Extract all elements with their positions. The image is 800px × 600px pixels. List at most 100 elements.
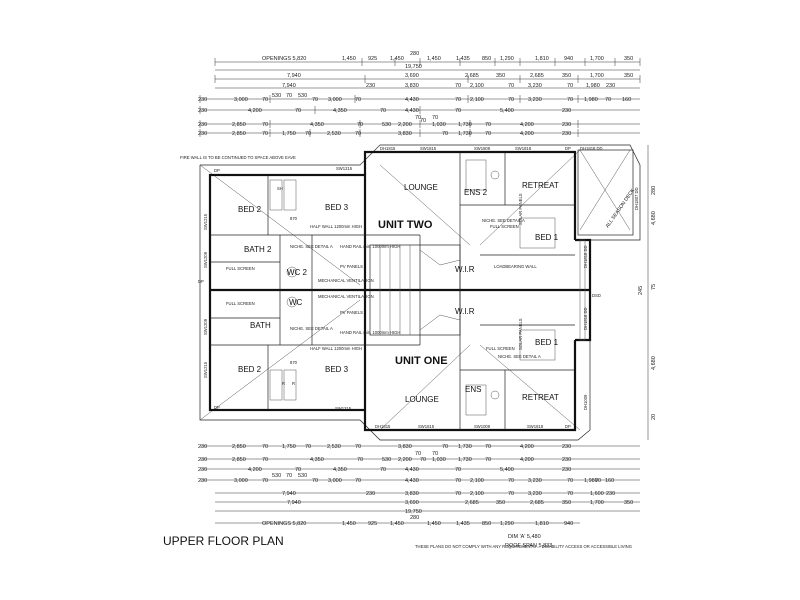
- dim-text: 2,685: [465, 500, 479, 506]
- dim-text: 70: [567, 97, 573, 103]
- dim-text: 70: [605, 97, 611, 103]
- window-tag: DH1009: [583, 394, 588, 410]
- dim-text: 70: [305, 131, 311, 137]
- dim-text: 1,730: [458, 457, 472, 463]
- dp-tag: DP: [214, 405, 220, 410]
- dim-text: 1,700: [590, 500, 604, 506]
- solar-note: SOLAR PANELS: [518, 318, 523, 350]
- label-ens: ENS: [465, 385, 481, 394]
- dim-text: 230: [198, 131, 207, 137]
- dim-text: 3,830: [405, 491, 419, 497]
- dim-text: 70: [455, 83, 461, 89]
- title-block: UPPER FLOOR PLAN DIM 'A' 5,480 ROOF SPAN…: [163, 534, 632, 549]
- dim-text: 70: [508, 491, 514, 497]
- dim-text: 2,685: [465, 73, 479, 79]
- dim-text: 3,830: [405, 83, 419, 89]
- dim-text: 4,350: [333, 108, 347, 114]
- dim-text: 2,850: [232, 131, 246, 137]
- label-bed3-top: BED 3: [325, 203, 349, 212]
- dim-text: 70: [432, 451, 438, 457]
- dim-text: 280: [410, 515, 419, 521]
- dim-text: 70: [355, 444, 361, 450]
- fixtures: [269, 159, 586, 416]
- room-labels: UNIT TWO UNIT ONE LOUNGE LOUNGE ENS 2 EN…: [238, 181, 637, 404]
- dim-text: 230: [198, 444, 207, 450]
- dim-text: 2,100: [470, 97, 484, 103]
- dim-text: 1,030: [432, 122, 446, 128]
- dim-text: 230: [366, 491, 375, 497]
- num-870: 870: [290, 216, 298, 221]
- dim-text: 1,810: [535, 521, 549, 527]
- dim-text: 70: [262, 97, 268, 103]
- label-wir-bottom: W.I.R: [455, 307, 475, 316]
- dim-text: 3,000: [328, 97, 342, 103]
- dim-text: 230: [562, 108, 571, 114]
- dim-text: 1,750: [282, 444, 296, 450]
- dim-text: 4,430: [405, 478, 419, 484]
- dim-text: 70: [286, 93, 292, 99]
- window-tag: DH1818 DD: [583, 245, 588, 268]
- dim-text: 1,450: [390, 56, 404, 62]
- dim-text: 70: [262, 122, 268, 128]
- dim-text: 350: [562, 73, 571, 79]
- dim-text: 1,450: [390, 521, 404, 527]
- dim-text: 70: [295, 467, 301, 473]
- window-tag: SW1215: [203, 361, 208, 378]
- hand-rail-note: HAND RAIL min. 1000mm HIGH: [340, 330, 400, 335]
- window-tag: SW1818: [527, 424, 544, 429]
- dim-text: 3,690: [405, 500, 419, 506]
- dim-text: 280: [410, 51, 419, 57]
- dim-text: 230: [198, 467, 207, 473]
- dim-text: 70: [442, 444, 448, 450]
- dim-text: 2,530: [327, 131, 341, 137]
- dim-text: 3,830: [398, 444, 412, 450]
- niche-note: NICHE. SEE DETAIL A: [290, 244, 333, 249]
- dp-tag: DP: [198, 279, 204, 284]
- dim-text: 2,100: [470, 491, 484, 497]
- dim-text: 245: [638, 286, 644, 295]
- dim-text: 1,450: [427, 56, 441, 62]
- label-unit-two: UNIT TWO: [378, 219, 433, 231]
- window-tag: SW1209: [203, 251, 208, 268]
- dim-text: 1,290: [500, 521, 514, 527]
- dim-text: 2,100: [470, 83, 484, 89]
- dim-text: 70: [305, 444, 311, 450]
- dim-text: 1,730: [458, 122, 472, 128]
- compliance-note: THESE PLANS DO NOT COMPLY WITH ANY REQUI…: [415, 544, 632, 549]
- dim-text: 70: [508, 97, 514, 103]
- dim-text: 70: [295, 108, 301, 114]
- dim-text: 70: [485, 444, 491, 450]
- dim-text: 160: [622, 97, 631, 103]
- dim-text: 70: [455, 478, 461, 484]
- dim-text: 230: [198, 478, 207, 484]
- dim-text: 1,600: [590, 491, 604, 497]
- window-tag: SW1815: [420, 146, 437, 151]
- dim-text: 70: [415, 451, 421, 457]
- dim-text: 4,200: [248, 108, 262, 114]
- dim-text: 2,200: [398, 122, 412, 128]
- dim-text: 2,685: [530, 500, 544, 506]
- dim-text: 940: [564, 56, 573, 62]
- pv-panels-note: PV PANELS: [340, 264, 363, 269]
- dim-text: 1,980: [586, 83, 600, 89]
- solar-note: SOLAR PANELS: [518, 193, 523, 225]
- dim-text: 230: [562, 122, 571, 128]
- label-retreat-bottom: RETREAT: [522, 393, 559, 402]
- dim-text: 19,750: [405, 509, 422, 515]
- dim-text: 940: [564, 521, 573, 527]
- dim-text: 230: [198, 122, 207, 128]
- dim-text: 3,830: [398, 131, 412, 137]
- dp-tag: DP: [214, 168, 220, 173]
- dim-text: 3,000: [234, 97, 248, 103]
- dim-text: 70: [442, 131, 448, 137]
- dim-text: 530: [298, 473, 307, 479]
- screen-note: FULL SCREEN: [226, 301, 255, 306]
- label-lounge-top: LOUNGE: [404, 183, 438, 192]
- roof-span-note: ROOF SPAN 5,833: [505, 543, 552, 549]
- dim-text: 70: [485, 122, 491, 128]
- dim-text: 3,230: [528, 83, 542, 89]
- label-bed2-bottom: BED 2: [238, 365, 262, 374]
- niche-note: NICHE. SEE DETAIL A: [290, 326, 333, 331]
- dim-text: 7,940: [287, 73, 301, 79]
